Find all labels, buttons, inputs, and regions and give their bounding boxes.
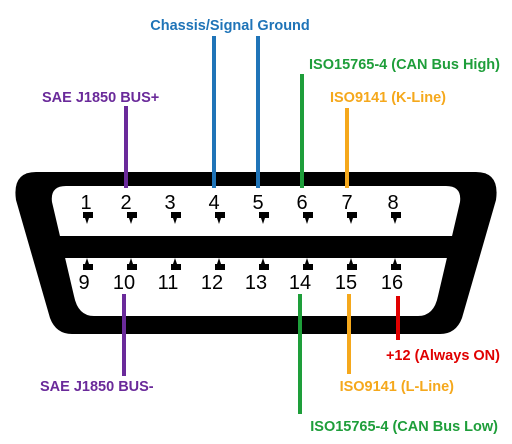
pin-number: 3 <box>164 192 175 214</box>
pin-number: 9 <box>78 272 89 294</box>
pin-slot <box>83 258 93 270</box>
pin-slot <box>171 212 181 224</box>
label-sae-j1850-plus: SAE J1850 BUS+ <box>42 90 159 106</box>
pin-numbers-top: 1 2 3 4 5 6 7 8 <box>80 192 398 214</box>
pin-slot <box>127 212 137 224</box>
pin-slot <box>215 258 225 270</box>
pin-slot <box>215 212 225 224</box>
label-can-low: ISO15765-4 (CAN Bus Low) <box>310 419 498 435</box>
pin-slot <box>391 258 401 270</box>
label-chassis-signal-ground: Chassis/Signal Ground <box>150 18 310 34</box>
pin-slot <box>303 258 313 270</box>
pin-slot <box>259 212 269 224</box>
label-can-high: ISO15765-4 (CAN Bus High) <box>309 57 500 73</box>
pin-number: 5 <box>252 192 263 214</box>
pin-number: 11 <box>158 272 179 294</box>
pin-slot <box>171 258 181 270</box>
label-power: +12 (Always ON) <box>386 348 500 364</box>
label-l-line: ISO9141 (L-Line) <box>340 379 455 395</box>
pin-number: 13 <box>245 272 267 294</box>
pin-number: 7 <box>341 192 352 214</box>
pin-number: 16 <box>381 272 403 294</box>
label-k-line: ISO9141 (K-Line) <box>330 90 446 106</box>
pin-number: 10 <box>113 272 135 294</box>
pin-number: 4 <box>208 192 219 214</box>
pin-numbers-bottom: 9 10 11 12 13 14 15 16 <box>78 272 403 294</box>
pin-slot <box>347 258 357 270</box>
pin-number: 14 <box>289 272 311 294</box>
pin-slot <box>83 212 93 224</box>
pin-slot <box>127 258 137 270</box>
pin-slot <box>303 212 313 224</box>
pin-number: 15 <box>335 272 357 294</box>
connector-center-bar <box>58 236 456 258</box>
pin-number: 12 <box>201 272 223 294</box>
label-sae-j1850-minus: SAE J1850 BUS- <box>40 379 154 395</box>
pin-slot <box>347 212 357 224</box>
pin-number: 1 <box>80 192 91 214</box>
pin-slot <box>391 212 401 224</box>
leader-lines <box>122 36 400 414</box>
pin-slots <box>83 212 401 270</box>
pin-number: 2 <box>120 192 131 214</box>
pin-number: 8 <box>387 192 398 214</box>
pin-number: 6 <box>296 192 307 214</box>
pin-slot <box>259 258 269 270</box>
